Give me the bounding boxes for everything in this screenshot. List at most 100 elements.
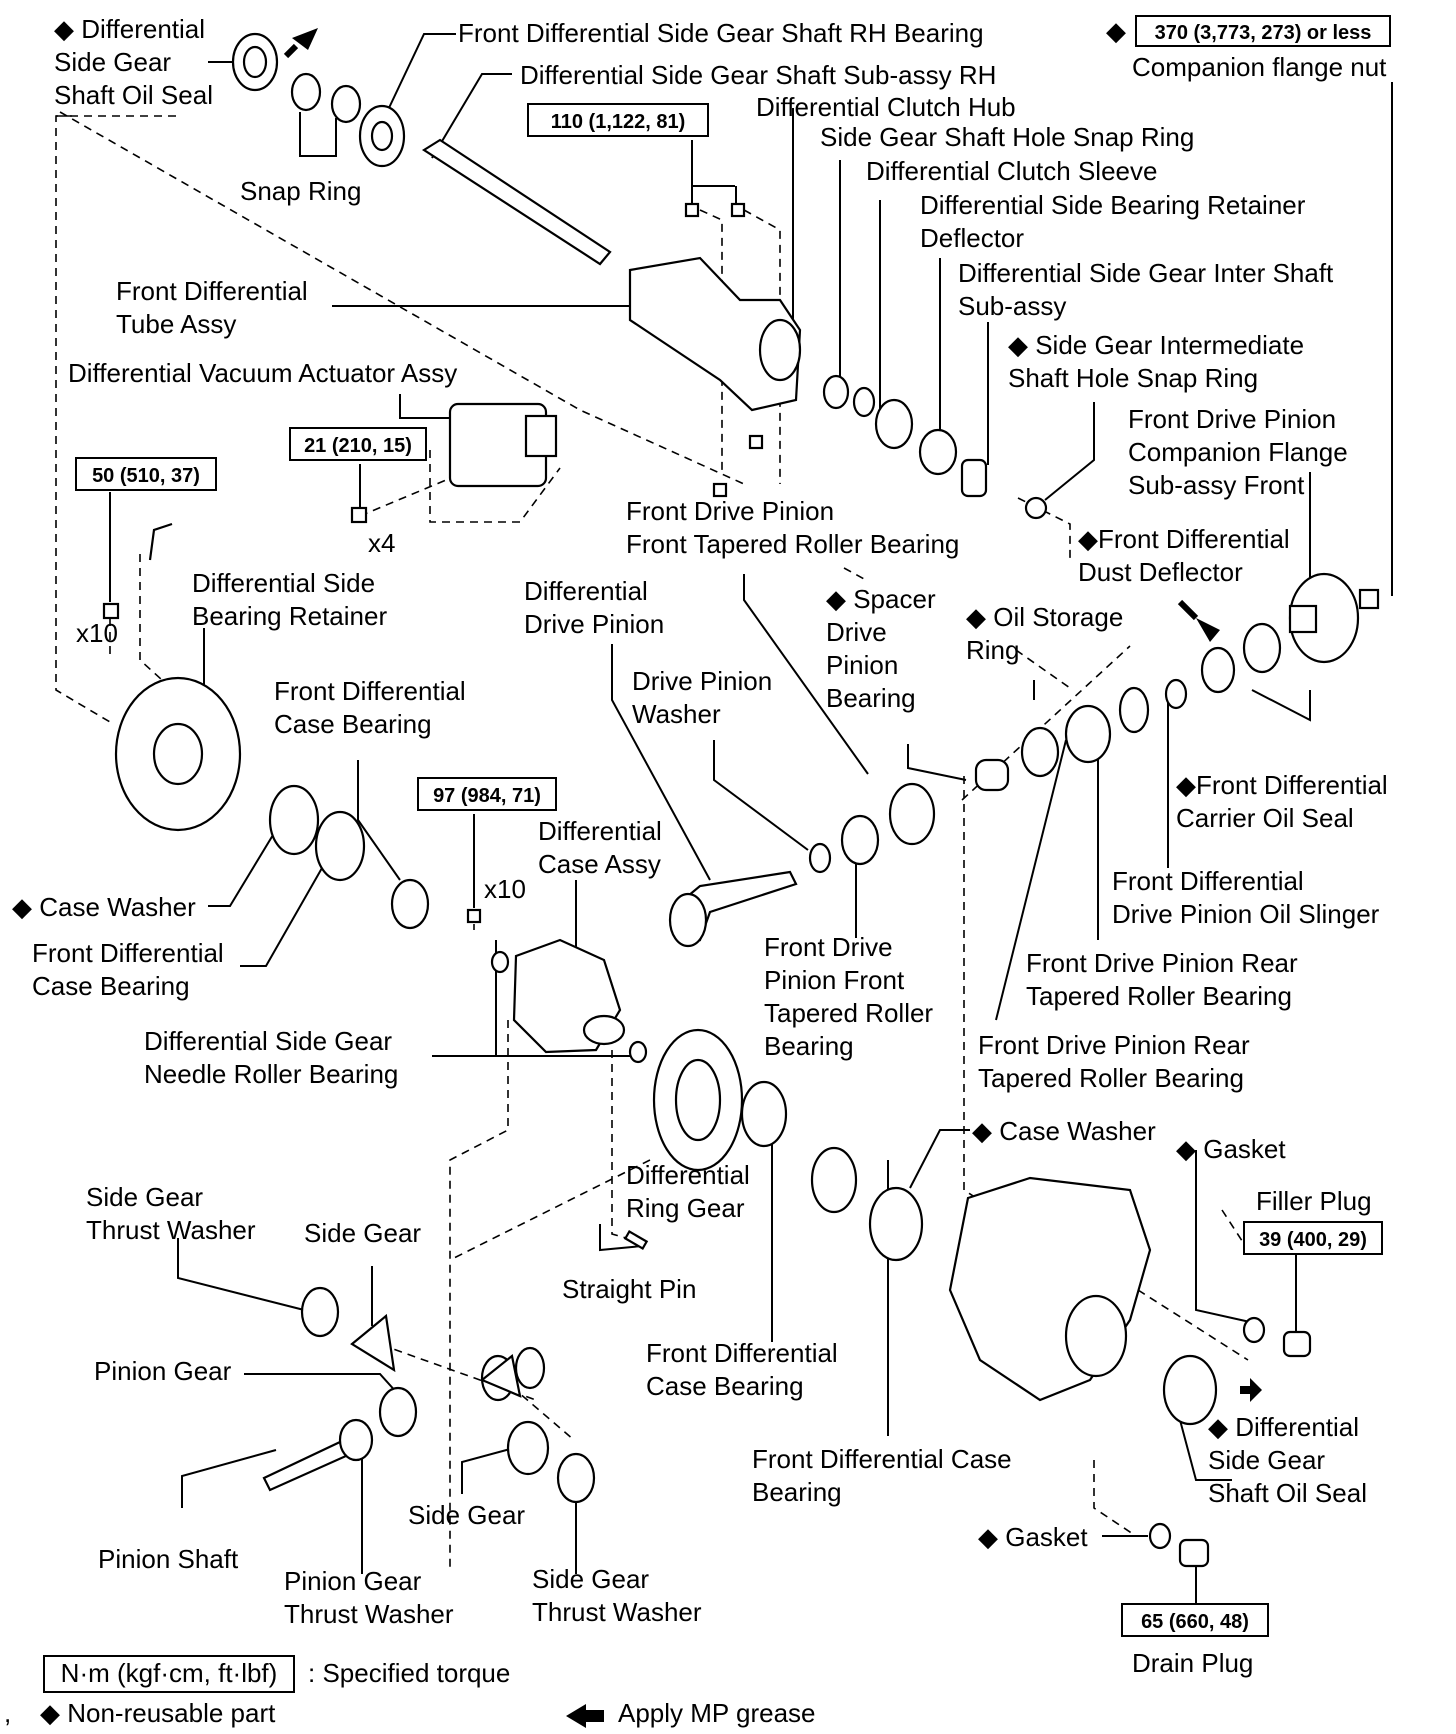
legend-unit-box: N·m (kgf·cm, ft·lbf) [61, 1658, 278, 1688]
label-line: Differential Vacuum Actuator Assy [68, 358, 457, 388]
label-line: Tapered Roller [764, 998, 933, 1028]
label-line: Front Drive Pinion Rear [1026, 948, 1298, 978]
label-line: ◆ Side Gear Intermediate [1008, 330, 1304, 360]
label-gasket-drain: ◆ Gasket [978, 1522, 1088, 1552]
grease-arrow-icon [292, 28, 318, 50]
label-line: Pinion Gear [284, 1566, 422, 1596]
label-line: ◆ Spacer [826, 584, 936, 614]
legend: N·m (kgf·cm, ft·lbf) : Specified torque … [4, 1655, 816, 1728]
label-filler-plug: Filler Plug [1256, 1186, 1372, 1216]
label-line: Front Differential [1112, 866, 1304, 896]
label-line: Front Differential Case [752, 1444, 1012, 1474]
label-diff-clutch-hub: Differential Clutch Hub [756, 92, 1016, 122]
label-line: Front Drive Pinion [626, 496, 834, 526]
torque-tube-bolts: 110 (1,122, 81) [551, 111, 686, 133]
label-line: Differential Clutch Sleeve [866, 156, 1157, 186]
label-line: Carrier Oil Seal [1176, 803, 1354, 833]
legend-grease: Apply MP grease [618, 1698, 816, 1728]
label-line: Differential [538, 816, 662, 846]
torque-companion-flange-nut: 370 (3,773, 273) or less [1155, 22, 1372, 44]
label-line: Front Drive Pinion [1128, 404, 1336, 434]
torque-filler-plug: 39 (400, 29) [1259, 1229, 1367, 1251]
label-line: Front Differential [32, 938, 224, 968]
label-line: Side Gear [408, 1500, 525, 1530]
label-line: Needle Roller Bearing [144, 1059, 398, 1089]
bolt-part [684, 202, 700, 218]
label-line: Case Bearing [32, 971, 190, 1001]
label-line: Front Differential Side Gear Shaft RH Be… [458, 18, 984, 48]
label-line: Case Bearing [274, 709, 432, 739]
label-line: ◆ Gasket [978, 1522, 1088, 1552]
label-line: Front Differential [646, 1338, 838, 1368]
torque-boxes: ◆ 370 (3,773, 273) or less 110 (1,122, 8… [75, 15, 1391, 1637]
label-side-gear-shaft-hole-snap-ring: Side Gear Shaft Hole Snap Ring [820, 122, 1194, 152]
label-line: Side Gear [532, 1564, 649, 1594]
carrier-housing-part [948, 1176, 1152, 1402]
label-companion-flange-nut: Companion flange nut [1132, 52, 1387, 82]
label-line: Companion Flange [1128, 437, 1348, 467]
torque-actuator-bolts: 21 (210, 15) [304, 435, 412, 457]
label-line: Bearing Retainer [192, 601, 387, 631]
legend-grease-arrow-icon [566, 1704, 604, 1728]
label-line: Drive Pinion [632, 666, 772, 696]
label-line: Front Differential [116, 276, 308, 306]
label-line: Bearing [764, 1031, 854, 1061]
torque-ring-gear-bolts: 97 (984, 71) [433, 785, 541, 807]
label-line: ◆ Gasket [1176, 1134, 1286, 1164]
label-line: Deflector [920, 223, 1024, 253]
torque-retainer-bolts: 50 (510, 37) [92, 465, 200, 487]
label-line: Side Gear [304, 1218, 421, 1248]
label-line: Sub-assy [958, 291, 1066, 321]
label-line: Case Assy [538, 849, 661, 879]
label-line: Thrust Washer [284, 1599, 454, 1629]
legend-non-reusable: ◆ Non-reusable part [40, 1698, 276, 1728]
qty-ring-gear-bolts: x10 [484, 874, 526, 904]
label-side-gear-lower: Side Gear [408, 1500, 525, 1530]
label-pinion-shaft: Pinion Shaft [98, 1544, 239, 1574]
label-line: Sub-assy Front [1128, 470, 1305, 500]
label-straight-pin: Straight Pin [562, 1274, 696, 1304]
label-line: Differential Side [192, 568, 375, 598]
torque-drain-plug: 65 (660, 48) [1141, 1611, 1249, 1633]
label-line: Snap Ring [240, 176, 361, 206]
label-line: Pinion Front [764, 965, 905, 995]
label-case-washer-right: ◆ Case Washer [972, 1116, 1156, 1146]
label-line: Side Gear [1208, 1445, 1325, 1475]
label-gasket-filler: ◆ Gasket [1176, 1134, 1286, 1164]
label-line: Tapered Roller Bearing [978, 1063, 1244, 1093]
label-line: Differential Clutch Hub [756, 92, 1016, 122]
label-line: Drive Pinion Oil Slinger [1112, 899, 1380, 929]
label-line: Straight Pin [562, 1274, 696, 1304]
label-line: Differential Side Bearing Retainer [920, 190, 1306, 220]
label-line: Tube Assy [116, 309, 236, 339]
label-line: Pinion Gear [94, 1356, 232, 1386]
label-line: Front Tapered Roller Bearing [626, 529, 959, 559]
label-line: Differential [626, 1160, 750, 1190]
stray-mark: , [4, 1698, 11, 1728]
label-line: Thrust Washer [532, 1597, 702, 1627]
label-line: ◆ Case Washer [972, 1116, 1156, 1146]
qty-actuator-bolts: x4 [368, 528, 395, 558]
side-gear-shaft-part [421, 138, 612, 266]
label-line: Differential Side Gear Inter Shaft [958, 258, 1334, 288]
label-line: Front Drive Pinion Rear [978, 1030, 1250, 1060]
